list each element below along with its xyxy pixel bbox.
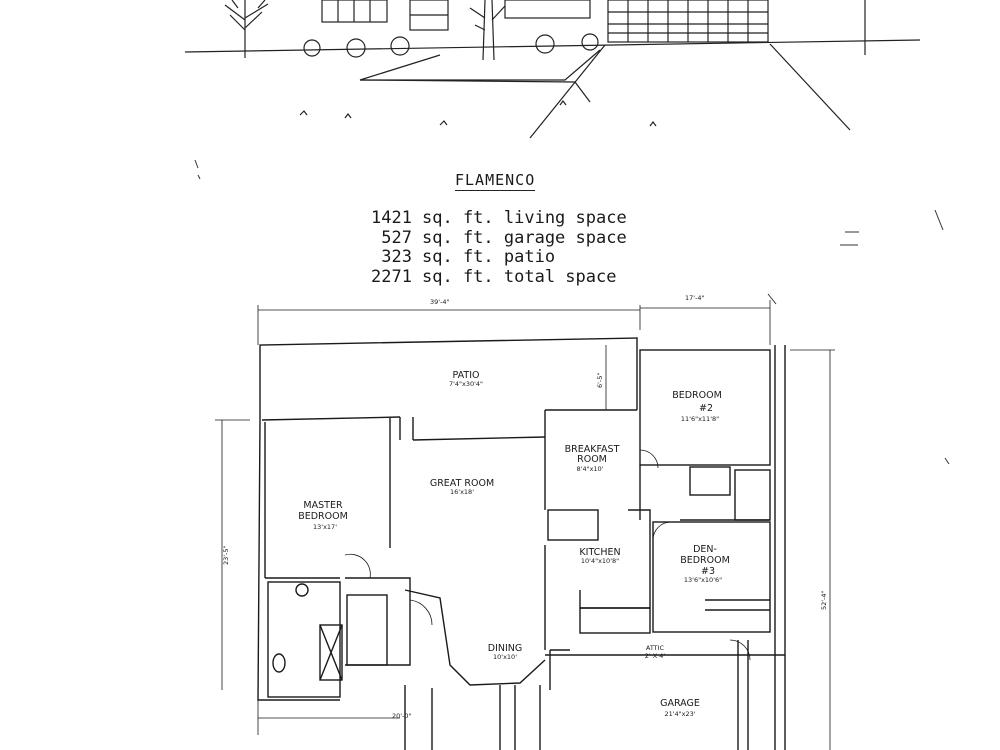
room-dining-size: 10'x10' (493, 653, 517, 661)
stat-value: 527 (381, 227, 412, 248)
room-bedroom2-size: 11'6"x11'8" (681, 415, 719, 423)
dim-bottom-left: 20'-0" (392, 712, 412, 720)
dim-patio-depth: 6'-5" (596, 373, 604, 388)
room-bedroom2-number: #2 (699, 403, 713, 414)
room-den-name: DEN- (693, 544, 717, 555)
room-master-name: MASTER (303, 500, 343, 511)
room-dining-name: DINING (488, 643, 523, 654)
room-den-size: 13'6"x10'6" (684, 576, 722, 584)
room-breakfast-name: BREAKFAST (565, 444, 620, 455)
room-patio-size: 7'4"x30'4" (449, 380, 483, 388)
tree-left-drawing (224, 0, 269, 58)
room-garage-size: 21'4"x23' (664, 710, 695, 718)
stat-label: sq. ft. patio (422, 247, 556, 267)
room-attic-name: ATTIC (646, 644, 665, 652)
dim-left-side: 23'-5" (222, 545, 230, 565)
room-bedroom2-name: BEDROOM (672, 390, 722, 401)
stat-label: sq. ft. garage space (422, 227, 627, 248)
stat-value: 2271 (371, 266, 412, 287)
floor-plan: 39'-4" 17'-4" 23'-5" 52'-4" 20'-0" 6'-5"… (215, 294, 835, 750)
stat-row: 2271 sq. ft. total space (360, 266, 627, 288)
stat-row: 323 sq. ft. patio (360, 247, 627, 268)
stat-row: 527 sq. ft. garage space (360, 227, 627, 249)
room-master-name2: BEDROOM (298, 511, 348, 522)
dim-top-right: 17'-4" (685, 294, 705, 302)
room-attic-size: 2' X 4' (645, 652, 666, 660)
stat-row: 1421 sq. ft. living space (360, 208, 627, 229)
room-garage-name: GARAGE (660, 698, 700, 709)
room-den-name2: BEDROOM (680, 555, 730, 566)
dim-top-left: 39'-4" (430, 298, 450, 306)
stat-label: sq. ft. total space (422, 266, 617, 287)
house-elevation-sketch (184, 0, 921, 139)
square-footage-list: 1421 sq. ft. living space 527 sq. ft. gara… (360, 208, 627, 288)
stat-value: 323 (381, 247, 412, 267)
dim-right-side: 52'-4" (820, 590, 828, 610)
room-master-size: 13'x17' (313, 523, 337, 531)
room-patio-name: PATIO (453, 370, 480, 381)
room-breakfast-name2: ROOM (577, 454, 607, 465)
stat-label: sq. ft. living space (422, 208, 627, 228)
room-great-size: 16'x18' (450, 488, 474, 496)
stat-value: 1421 (371, 208, 412, 228)
room-kitchen-name: KITCHEN (579, 547, 620, 558)
room-den-number: #3 (701, 566, 715, 577)
room-great-name: GREAT ROOM (430, 478, 494, 489)
plan-title: FLAMENCO (455, 171, 536, 191)
room-breakfast-size: 8'4"x10' (577, 465, 604, 473)
room-kitchen-size: 10'4"x10'8" (581, 557, 619, 565)
